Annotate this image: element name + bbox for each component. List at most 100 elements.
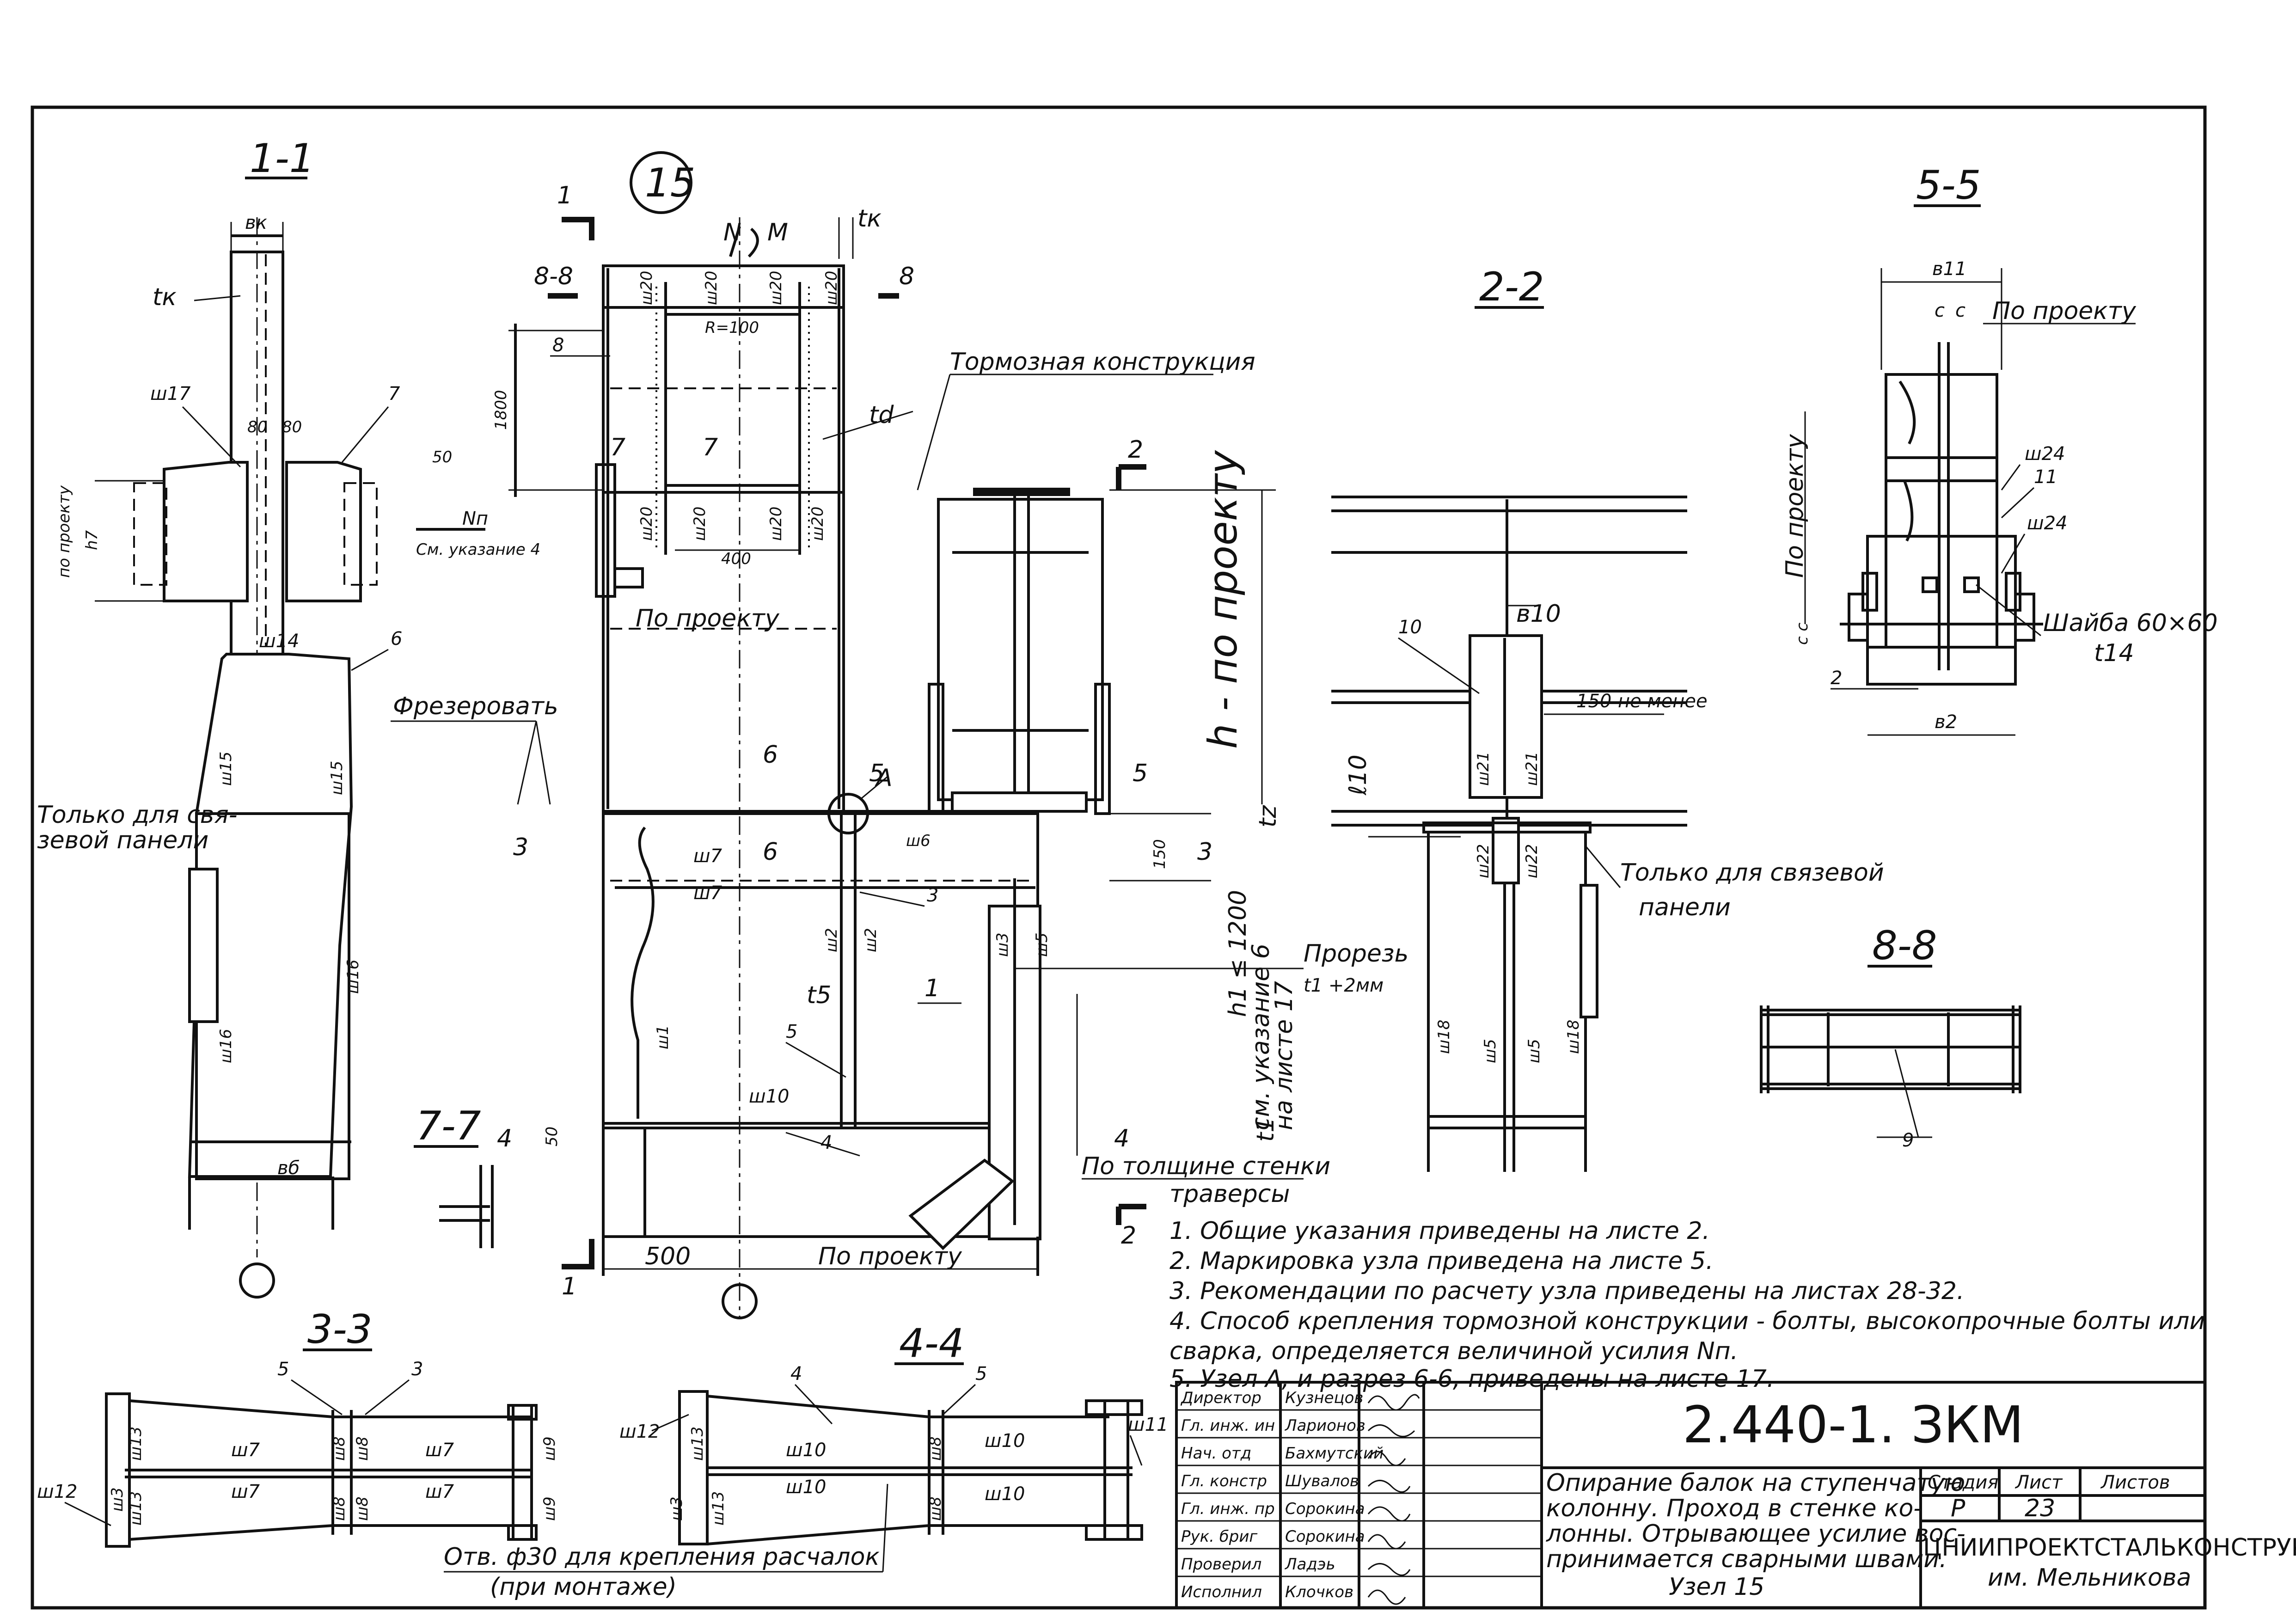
pos-10: 10	[1398, 617, 1422, 638]
weld-w10-44d: ш10	[985, 1483, 1025, 1505]
label-po-proektu-v: По проекту	[1781, 434, 1809, 578]
cut-mark-8-left: 8-8	[534, 263, 573, 290]
pos-6: 6	[391, 628, 402, 650]
thick-t14: t14	[2094, 639, 2134, 667]
name-2: Бахмутский	[1285, 1444, 1384, 1463]
section-8-8-title: 8-8	[1872, 923, 1937, 969]
cut-mark-5-left: 5	[869, 760, 884, 787]
section-7-7-title: 7-7	[416, 1103, 481, 1149]
dim-h1: h1 ≤ 1200	[1224, 890, 1252, 1017]
label-po-proektu-55: По проекту	[1992, 297, 2137, 325]
name-4: Сорокина	[1285, 1500, 1365, 1518]
weld-w20: ш20	[702, 271, 721, 305]
weld-w20: ш20	[808, 507, 827, 541]
moment-M: M	[767, 219, 788, 246]
weld-w7a: ш7	[693, 846, 722, 867]
note-4-cont: сварка, определяется величиной усилия Nп…	[1169, 1337, 1738, 1365]
only-link-22b: панели	[1639, 894, 1731, 921]
section-4-4-title: 4-4	[899, 1320, 964, 1367]
signatures	[1367, 1394, 1420, 1605]
washer: Шайба 60×60	[2043, 609, 2218, 637]
weld-w12-44: ш12	[619, 1421, 660, 1442]
cut-mark-7-right: 7	[703, 434, 718, 461]
dim-tk: tк	[857, 205, 882, 233]
pos-4-44: 4	[790, 1363, 802, 1385]
weld-w7-33d: ш7	[425, 1481, 454, 1502]
section-8-8: 8-8 9	[1760, 923, 2021, 1151]
dim-c2: с	[1955, 300, 1965, 321]
weld-w18a: ш18	[1435, 1020, 1453, 1054]
weld-w7b: ш7	[693, 882, 722, 904]
cut-mark-7-left: 7	[610, 434, 625, 461]
cut-mark-3-right: 3	[1197, 838, 1212, 866]
cut-mark-2-top: 2	[1128, 436, 1143, 464]
desc-line-3: лонны. Отрывающее усилие вос-	[1546, 1520, 1965, 1548]
organization: ЦНИИПРОЕКТСТАЛЬКОНСТРУКЦИЯ	[1923, 1534, 2296, 1562]
link-plate	[188, 868, 219, 1023]
only-link-panel-1: Только для свя-	[37, 801, 238, 829]
node-marker-label: 15	[645, 160, 695, 206]
dim-po-proektu: по проекту	[55, 485, 73, 578]
weld-w5: ш5	[1033, 932, 1051, 957]
cut-mark-8-right: 8	[899, 263, 914, 290]
weld-w7-33c: ш7	[425, 1440, 454, 1461]
node-marker	[630, 151, 692, 214]
label-4: 4	[497, 1125, 512, 1152]
note-1: 1. Общие указания приведены на листе 2.	[1169, 1217, 1710, 1245]
weld-w3-44: ш3	[667, 1496, 686, 1521]
force-Nn: Nп	[462, 508, 488, 529]
weld-w22a: ш22	[1474, 844, 1493, 878]
sheet-value: 23	[2025, 1495, 2055, 1522]
weld-w24b: ш24	[2027, 513, 2068, 534]
section-3-3: 3-3 5 3 ш7 ш7 ш7 ш7 ш8 ш8 ш8 ш8 ш9 ш9 ш1…	[37, 1306, 559, 1548]
sheet-label: Лист	[2014, 1472, 2063, 1493]
section-1-1: 1-1 вк tк по проекту h7 ш17 80 80 7 50 N…	[37, 135, 540, 1299]
see-note-6: см. указание 6	[1247, 944, 1275, 1130]
weld-w13-33b: ш13	[127, 1491, 145, 1526]
weld-w13-44a: ш13	[688, 1427, 707, 1461]
label-t1: t1	[1252, 1117, 1280, 1142]
weld-w5a: ш5	[1481, 1039, 1500, 1063]
dim-cc: с с	[1793, 622, 1812, 645]
sheets-label: Листов	[2100, 1472, 2170, 1493]
name-0: Кузнецов	[1285, 1389, 1363, 1407]
label-tz: tz	[1254, 805, 1282, 827]
main-elevation: 15 1 1 ш20 ш20 ш20 ш20 ш20 ш20 ш20 ш20 R…	[391, 151, 1408, 1319]
weld-w8-44a: ш8	[926, 1436, 945, 1461]
weld-w20: ш20	[691, 507, 709, 541]
pos-3-33: 3	[411, 1359, 423, 1380]
role-5: Рук. бриг	[1181, 1527, 1258, 1546]
role-6: Проверил	[1181, 1555, 1261, 1574]
weld-w21a: ш21	[1474, 752, 1493, 786]
weld-w2a: ш2	[822, 928, 841, 952]
on-sheet-17: на листе 17	[1270, 981, 1298, 1130]
dim-1800: 1800	[492, 390, 510, 430]
label-t5: t5	[807, 981, 831, 1009]
weld-w20: ш20	[822, 271, 841, 305]
label-tk: tк	[153, 283, 177, 311]
weld-w8-33a: ш8	[330, 1436, 349, 1461]
weld-w7-33b: ш7	[231, 1481, 260, 1502]
weld-w10-44c: ш10	[985, 1430, 1025, 1452]
dim-b11: в11	[1932, 258, 1966, 280]
title-block: Директор Гл. инж. ин Нач. отд Гл. констр…	[1175, 1381, 2296, 1609]
column-step	[188, 653, 353, 1178]
stage-value: Р	[1951, 1495, 1965, 1522]
weld-w8-33b: ш8	[353, 1436, 372, 1461]
dim-h-po-proektu: h - по проекту	[1200, 450, 1246, 749]
weld-w15-left: ш15	[217, 752, 235, 786]
desc-line-1: Опирание балок на ступенчатую	[1546, 1469, 1965, 1497]
pos-7: 7	[388, 383, 400, 404]
weld-w10-44b: ш10	[786, 1477, 827, 1498]
name-6: Ладэь	[1284, 1555, 1335, 1574]
role-7: Исполнил	[1181, 1583, 1262, 1601]
node-A: А	[875, 764, 893, 792]
pos-5-33: 5	[277, 1359, 289, 1380]
dim-50-77: 50	[543, 1127, 561, 1146]
weld-w20: ш20	[637, 507, 656, 541]
dim-50: 50	[432, 448, 452, 466]
pos-9: 9	[1902, 1130, 1914, 1151]
weld-w22b: ш22	[1523, 844, 1541, 878]
role-3: Гл. констр	[1181, 1472, 1267, 1490]
dim-h7: h7	[83, 530, 101, 550]
